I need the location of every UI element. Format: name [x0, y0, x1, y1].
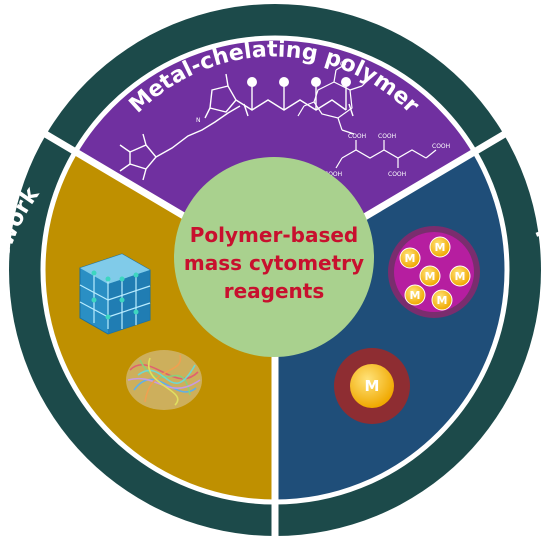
center-circle	[174, 157, 374, 357]
pendant-ball-4	[341, 77, 351, 87]
chem-label-cooh-5: COOH	[324, 171, 342, 178]
chem-label-cooh-3: COOH	[432, 143, 450, 150]
metal-beads	[399, 236, 471, 311]
metal-label-5: M	[410, 289, 421, 302]
core-shell-particle	[334, 348, 410, 424]
center-title-line3: reagents	[224, 279, 325, 303]
dota-structure	[297, 63, 371, 135]
center-title-line1: Polymer-based	[190, 223, 358, 247]
center-title-line2: mass cytometry	[184, 251, 364, 275]
core-metal-label: M	[365, 377, 380, 395]
pendant-ball-2	[279, 77, 289, 87]
dtpa-structure	[335, 140, 437, 169]
metal-label-6: M	[437, 294, 448, 307]
mof-cube-illustration	[79, 253, 151, 335]
chem-label-cooh-4: COOH	[388, 171, 406, 178]
chem-label-n: N	[196, 117, 201, 124]
sector-top	[75, 37, 475, 270]
metal-label-2: M	[435, 241, 446, 254]
metal-label-3: M	[425, 270, 436, 283]
maleimide-polymer-structure	[119, 73, 354, 181]
chem-label-cooh-2: COOH	[378, 133, 396, 140]
chem-label-oh: O	[340, 61, 345, 68]
metal-label-1: M	[405, 252, 416, 265]
inner-border	[40, 35, 510, 505]
pendant-ball-3	[311, 77, 321, 87]
pendant-ball-1	[247, 77, 257, 87]
chem-label-cooh-1: COOH	[348, 133, 366, 140]
metal-label-4: M	[455, 270, 466, 283]
mof-nanoparticle-illustration	[126, 350, 202, 410]
